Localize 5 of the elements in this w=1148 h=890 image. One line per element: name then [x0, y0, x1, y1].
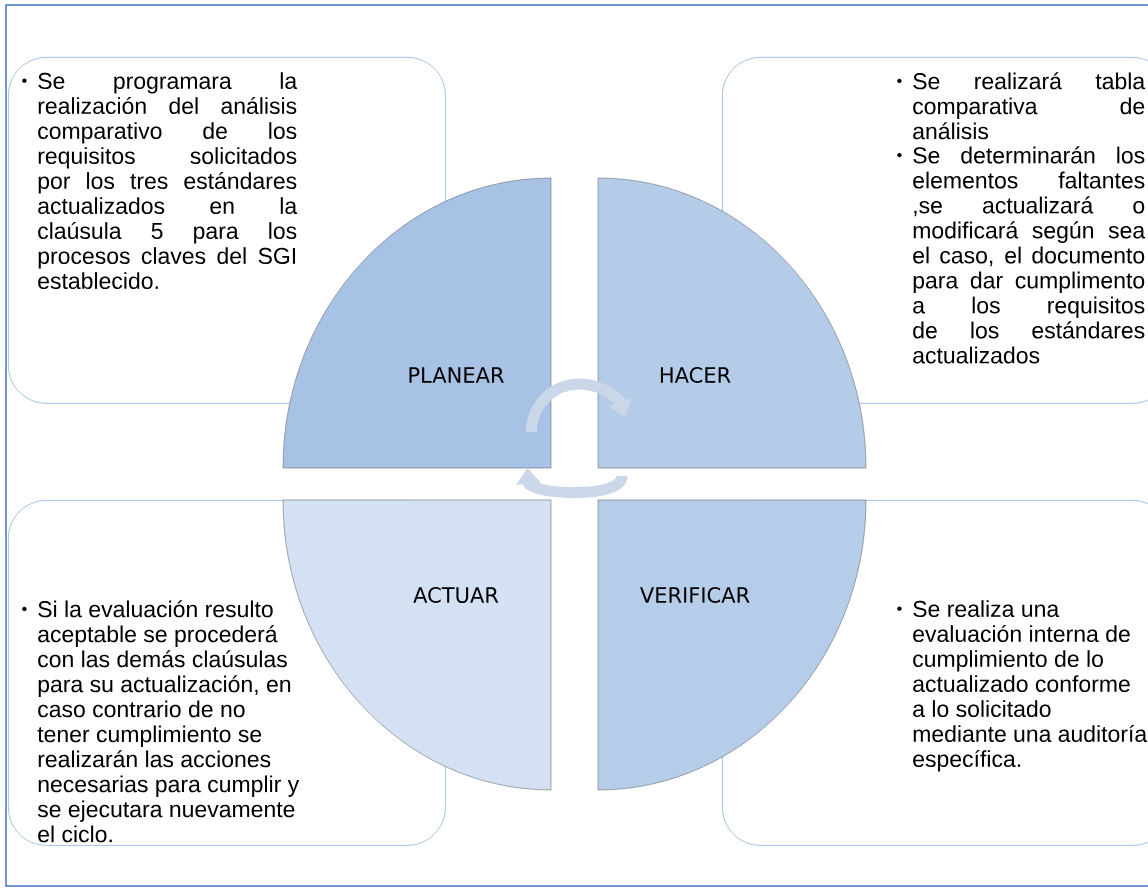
- bullet-item: Se realiza una evaluación interna de cumplimiento de lo actualizado conforme a lo solicitado mediante una auditoría específica.: [897, 600, 1148, 772]
- bullet-item: Se realizará tabla comparativa de análisis: [897, 72, 1146, 140]
- quadrant: VERIFICAR: [597, 499, 867, 791]
- quadrant: HACER: [597, 177, 867, 469]
- bullet-item: Se determinarán los elementos faltantes ,se actualizará o modificará según sea el caso, el documento para dar cumplimento a los requisitos de los estándares actualizados: [897, 146, 1146, 364]
